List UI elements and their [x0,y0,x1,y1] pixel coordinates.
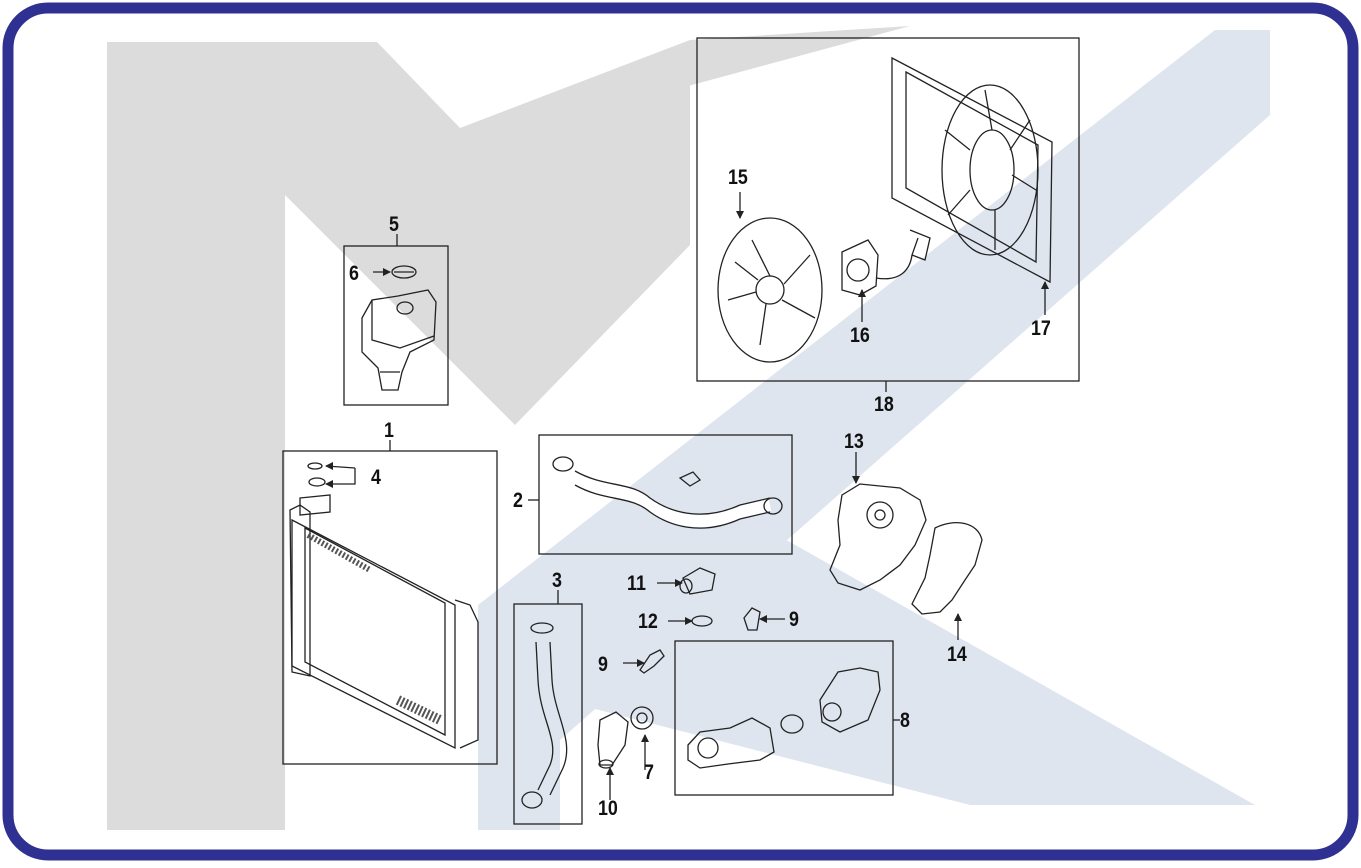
part-10-outlet [597,711,629,769]
callout-17: 17 [1031,317,1051,340]
callout-11: 11 [627,572,646,595]
reservoir-cap-part [391,265,417,279]
callout-8: 8 [900,709,910,732]
callout-13: 13 [844,430,864,453]
watermark-logo [107,26,1270,830]
part-9-gasket-b [639,649,665,674]
part-15-fan-blade [717,217,823,363]
hose-2-group-box [538,434,793,555]
part-7-thermostat [630,706,654,730]
coolant-reservoir-part [361,289,437,391]
upper-hose-part [552,456,783,529]
part-11-fitting [679,567,716,595]
hose-3-group-box [513,603,583,825]
callout-12: 12 [638,610,658,633]
callout-3: 3 [552,569,562,592]
reservoir-group-box [343,245,449,406]
callout-9-left: 9 [598,653,608,676]
callout-7: 7 [644,761,654,784]
lower-hose-part [521,622,568,809]
callout-9-right: 9 [789,608,799,631]
callout-18: 18 [874,393,894,416]
part-16-fan-motor [841,229,931,296]
thermostat-housing-group-box [674,640,894,796]
callout-5: 5 [389,213,399,236]
part-17-fan-shroud [891,56,1053,284]
part-8-housing [687,667,881,769]
callout-1: 1 [384,419,394,442]
part-9-gasket-a [743,607,761,631]
part-13-water-pump [829,483,927,591]
callout-4: 4 [371,466,381,489]
radiator-group-box [282,450,498,765]
fan-assembly-group-box [696,37,1080,382]
part-14-pump-gasket [911,522,983,615]
callout-15: 15 [728,166,748,189]
callout-2: 2 [513,489,523,512]
callout-16: 16 [850,324,870,347]
arrowheads [325,211,1049,775]
callout-10: 10 [598,797,618,820]
callout-14: 14 [947,643,967,666]
callout-6: 6 [349,262,359,285]
radiator-part [289,462,479,750]
